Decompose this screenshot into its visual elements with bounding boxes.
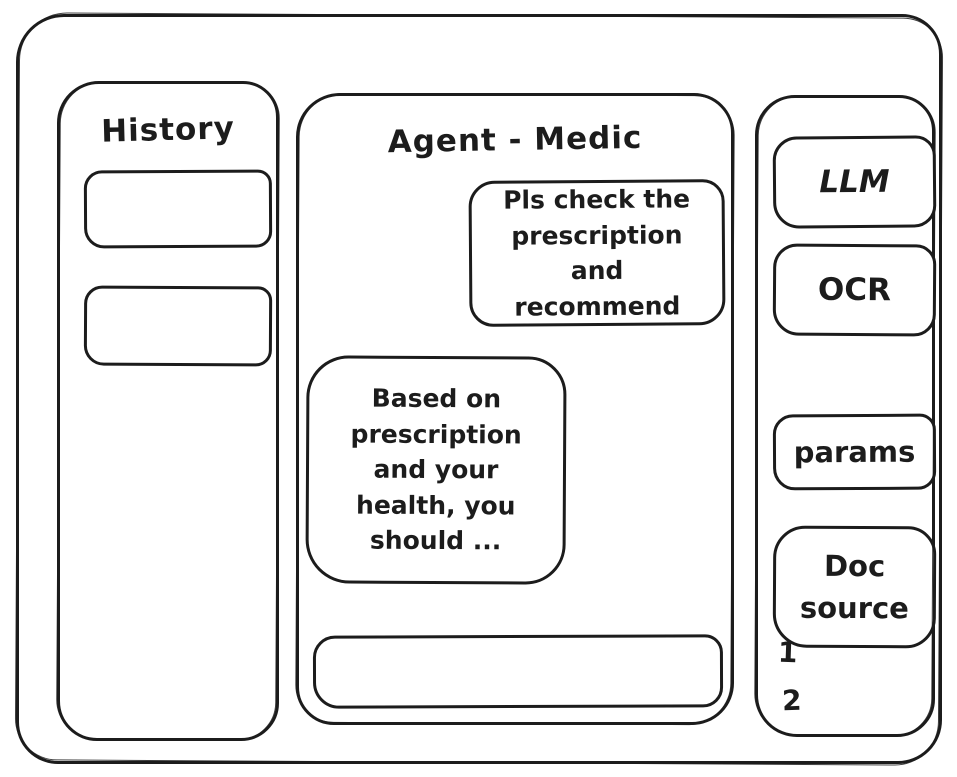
assistant-message-bubble: Based on prescription and your health, y… bbox=[305, 355, 567, 585]
chat-panel: Agent - Medic Pls check the prescription… bbox=[296, 93, 734, 725]
assistant-message-text: Based on prescription and your health, y… bbox=[350, 383, 522, 556]
ocr-button[interactable]: OCR bbox=[772, 243, 937, 337]
doc-source-item-2[interactable]: 2 bbox=[781, 683, 803, 718]
llm-button[interactable]: LLM bbox=[772, 135, 937, 229]
doc-source-button[interactable]: Doc source bbox=[772, 525, 937, 649]
user-message-text: Pls check the prescription and recommend bbox=[503, 184, 691, 322]
history-item[interactable] bbox=[83, 285, 273, 367]
app-window: History Agent - Medic Pls check the pres… bbox=[16, 14, 942, 764]
message-input[interactable] bbox=[312, 634, 724, 709]
history-panel: History bbox=[57, 81, 279, 741]
doc-source-item-1[interactable]: 1 bbox=[777, 635, 799, 670]
history-panel-title: History bbox=[100, 110, 236, 150]
tools-panel: LLM OCR params Doc source 1 2 bbox=[755, 95, 937, 737]
history-item[interactable] bbox=[83, 169, 273, 249]
params-button[interactable]: params bbox=[772, 413, 937, 491]
chat-panel-title: Agent - Medic bbox=[387, 119, 643, 161]
user-message-bubble: Pls check the prescription and recommend bbox=[468, 179, 726, 327]
